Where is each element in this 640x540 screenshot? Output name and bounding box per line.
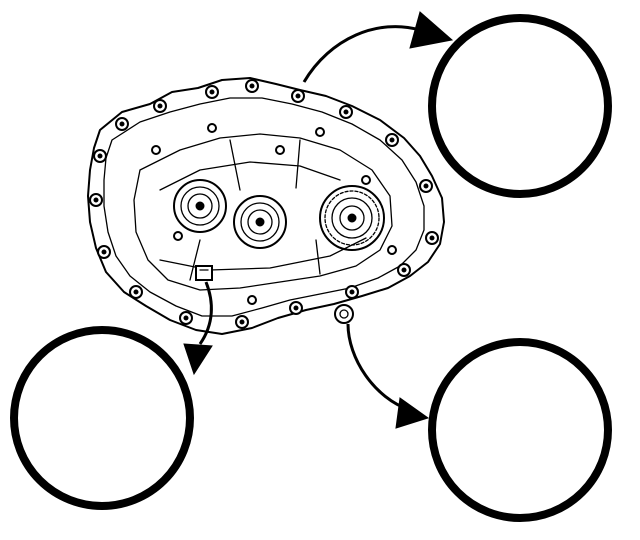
case-bolt-lower-left [195, 265, 213, 281]
bearing-left [173, 179, 227, 233]
case-boss-lower-right [334, 304, 354, 324]
callout-arrow-bottom-left [198, 281, 213, 345]
callout-arrow-top-right [302, 25, 421, 83]
transmission-case [87, 77, 445, 335]
callout-bottom-left [10, 326, 194, 510]
bearing-center [233, 195, 287, 249]
perimeter-bolt-bosses [89, 79, 439, 329]
callout-bottom-right [428, 338, 612, 522]
callout-arrow-bottom-right [346, 323, 411, 412]
bearing-right [319, 185, 385, 251]
callout-top-right [428, 14, 612, 198]
callout-arrows [183, 11, 454, 429]
